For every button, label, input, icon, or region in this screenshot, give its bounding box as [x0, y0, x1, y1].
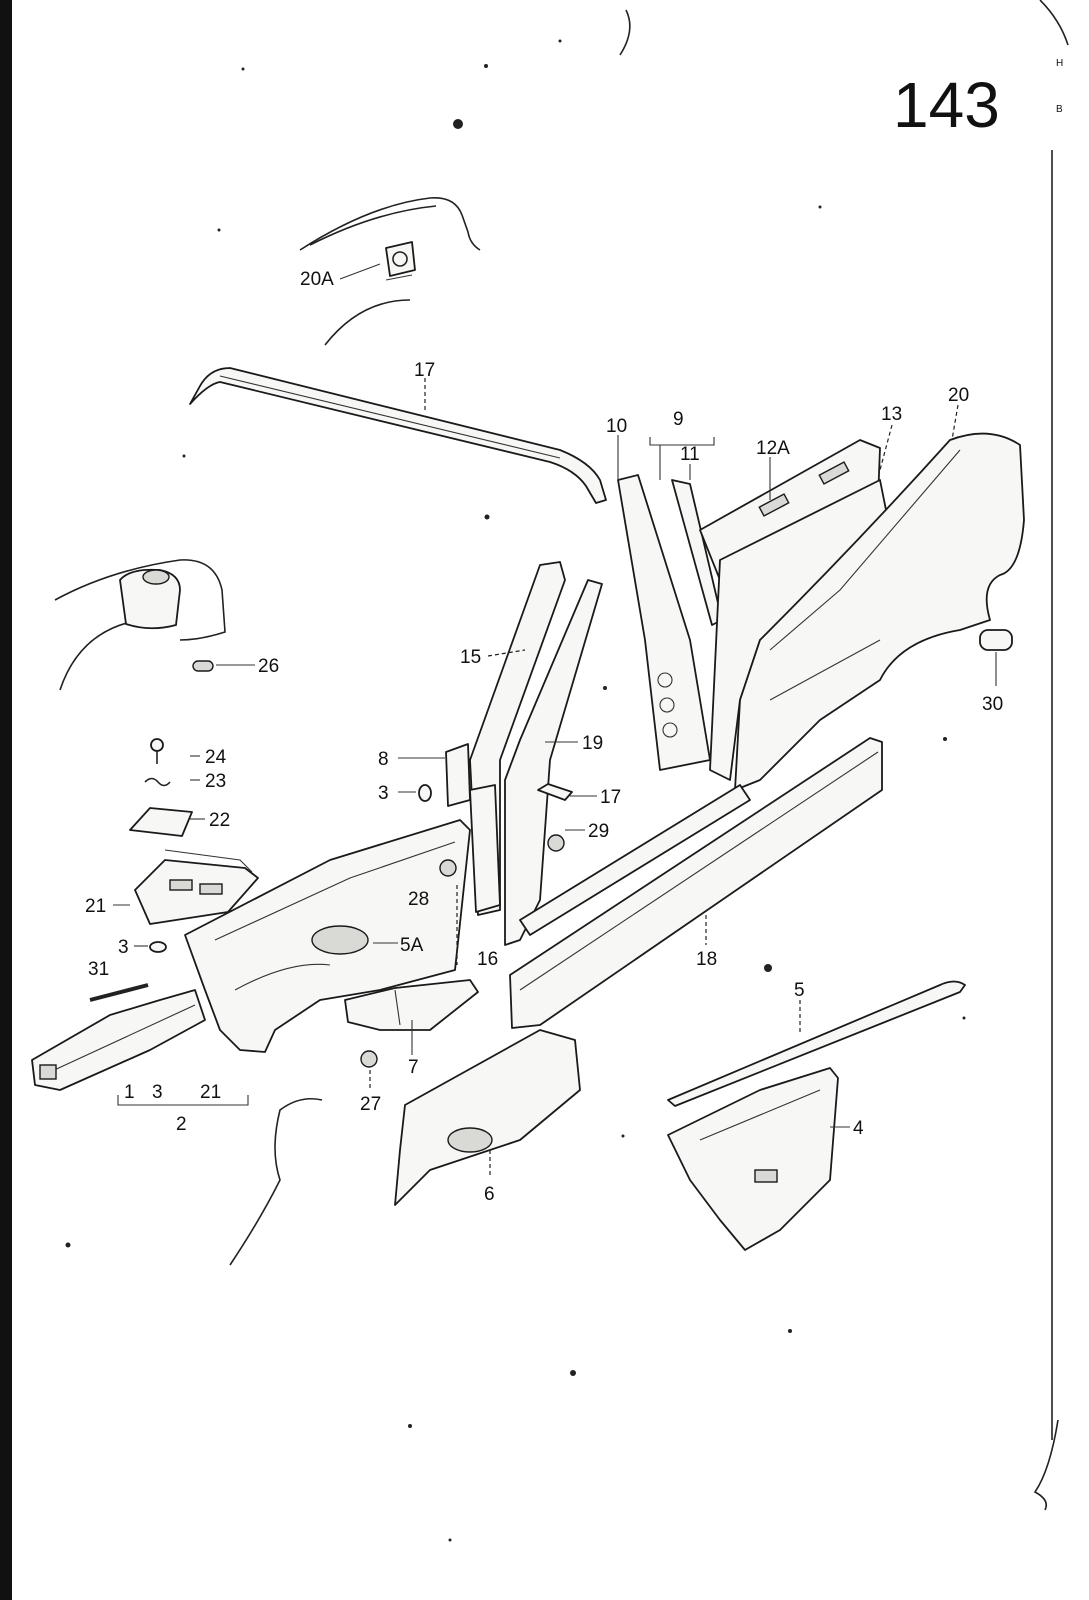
leader-lines	[113, 263, 997, 1178]
callout-19: 19	[582, 733, 603, 754]
callout-2: 2	[176, 1114, 187, 1135]
callout-23: 23	[205, 771, 226, 792]
scan-specks	[65, 39, 966, 1542]
callout-29: 29	[588, 821, 609, 842]
part-12A-rear-inner-panel	[699, 439, 881, 581]
callout-5: 5	[794, 980, 805, 1001]
page-number: 143	[893, 69, 1000, 141]
callout-group-3: 3	[152, 1082, 163, 1103]
part-17-roof-rail	[189, 367, 607, 504]
callout-18: 18	[696, 949, 717, 970]
callout-4: 4	[853, 1118, 864, 1139]
part-20-rear-quarter-outer	[734, 432, 1025, 791]
callout-9: 9	[673, 409, 684, 430]
callout-20A: 20A	[300, 269, 334, 290]
top-scan-mark	[619, 9, 631, 56]
part-22-bracket	[129, 807, 193, 837]
callout-11: 11	[680, 444, 700, 465]
part-31-rod	[89, 983, 149, 1002]
callout-3-lower: 3	[118, 937, 129, 958]
callout-17-roof-rail: 17	[414, 360, 435, 381]
callout-group-21: 21	[200, 1082, 221, 1103]
part-24-bolt	[150, 738, 164, 764]
part-20A-quarter-panel-detail	[299, 197, 481, 346]
left-binding-edge	[0, 0, 12, 1600]
callout-12A: 12A	[756, 438, 790, 459]
callout-5A: 5A	[400, 935, 424, 956]
callout-3-upper: 3	[378, 783, 389, 804]
part-23-clip	[144, 777, 171, 787]
callout-26: 26	[258, 656, 279, 677]
callout-13: 13	[881, 404, 902, 425]
part-5A-inner-wheelhouse	[184, 819, 471, 1053]
wheel-arch-outline	[229, 1097, 323, 1266]
edge-letter-b: B	[1056, 104, 1063, 115]
part-6-front-inner-panel	[394, 1029, 581, 1206]
part-27-nut	[360, 1050, 378, 1068]
callout-27: 27	[360, 1094, 381, 1115]
part-30-marker-lens	[979, 629, 1013, 651]
part-1-front-longitudinal	[31, 989, 206, 1091]
part-8-bracket	[445, 743, 471, 807]
part-21-floor-bracket	[134, 849, 259, 925]
callout-8: 8	[378, 749, 389, 770]
part-18-sill-panel	[509, 737, 883, 1029]
callout-28: 28	[408, 889, 429, 910]
part-29-plug	[547, 834, 565, 852]
edge-letter-h: H	[1056, 58, 1063, 69]
part-19-a-pillar-inner	[504, 579, 603, 946]
part-16-pillar-reinforcement	[469, 784, 501, 913]
callout-17-clip: 17	[600, 787, 621, 808]
callout-24: 24	[205, 747, 227, 768]
callout-15: 15	[460, 647, 481, 668]
callout-30: 30	[982, 694, 1003, 715]
callout-31: 31	[88, 959, 109, 980]
part-3-grommet-lower	[149, 941, 167, 953]
part-26-strut-tower-area	[54, 559, 226, 691]
part-4-rear-wheelhouse	[667, 1067, 839, 1251]
part-5-strap	[667, 980, 966, 1107]
left-edge-mark	[0, 1400, 9, 1600]
callout-group-1: 1	[124, 1082, 135, 1103]
callout-22: 22	[209, 810, 230, 831]
callout-7: 7	[408, 1057, 419, 1078]
callout-21: 21	[85, 896, 106, 917]
part-3-grommet-upper	[418, 784, 432, 802]
part-17-clip	[537, 783, 573, 801]
callout-labels: 20A 17 10 9 11 12A 13 20 26 15 30 24 23 …	[85, 269, 1003, 1205]
right-page-curl	[1033, 0, 1069, 1511]
part-28-fastener	[439, 859, 457, 877]
callout-20: 20	[948, 385, 969, 406]
part-7-bracket	[344, 979, 479, 1031]
callout-10: 10	[606, 416, 627, 437]
callout-16: 16	[477, 949, 498, 970]
callout-6: 6	[484, 1184, 495, 1205]
